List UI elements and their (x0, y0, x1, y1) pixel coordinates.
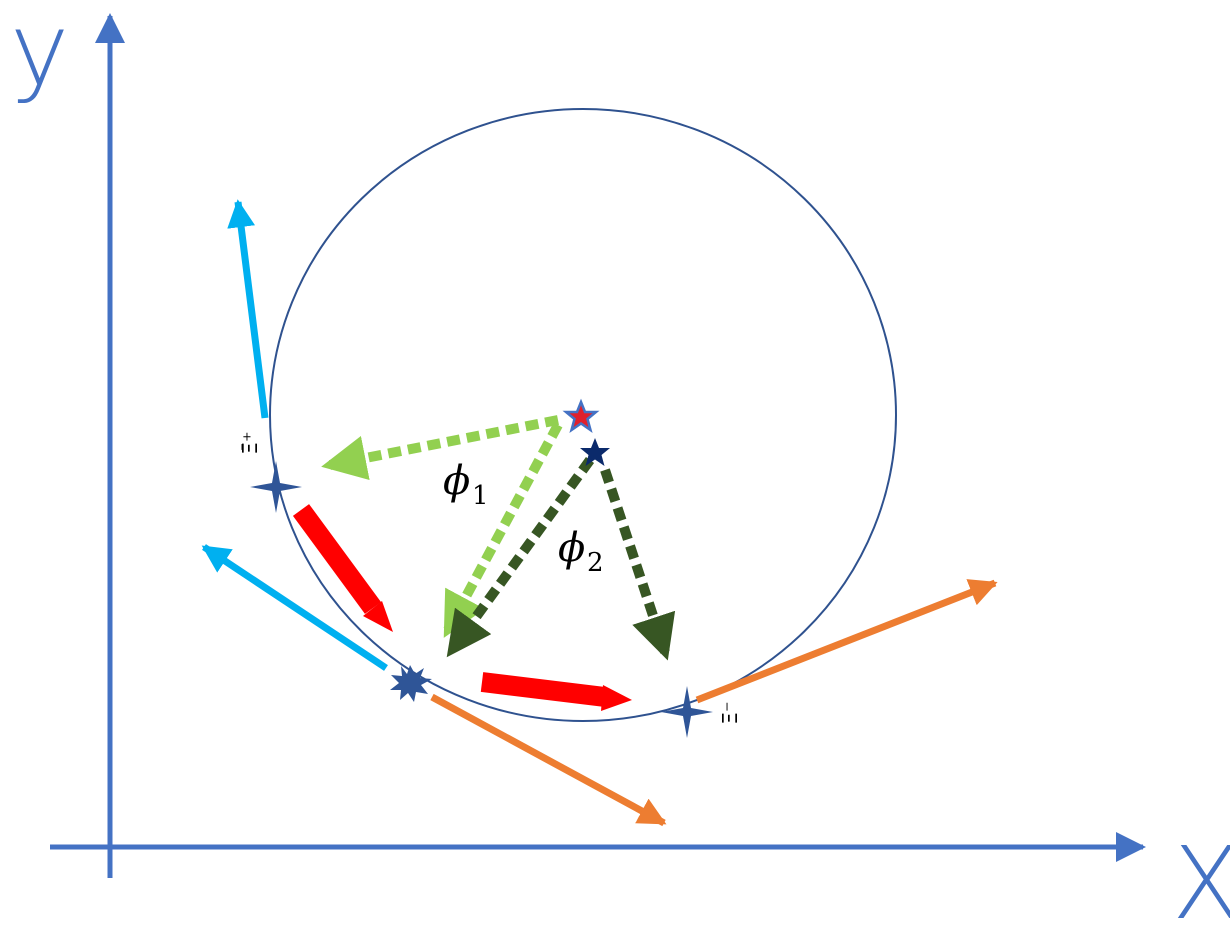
red-arrow-bottom (480, 672, 632, 711)
orange-arrow-lower (430, 693, 667, 827)
xi-plus-label: Ξ̄⁺ (238, 431, 262, 454)
star-navy-icon (580, 438, 610, 466)
xi-minus-marker-icon (661, 686, 713, 738)
cyan-arrow-upper (227, 199, 269, 419)
red-arrow-left (292, 504, 393, 632)
svg-text:2: 2 (587, 548, 604, 578)
y-axis-label: y (10, 0, 69, 108)
phi1-label: ϕ 1 (443, 458, 489, 511)
cyan-arrow-lower (201, 544, 388, 671)
dark-green-dotted-arrow-right (600, 468, 676, 661)
vertex-burst-icon (390, 665, 432, 702)
x-axis-label: X (1172, 825, 1230, 937)
svg-text:1: 1 (472, 481, 489, 511)
track-circle (269, 108, 897, 722)
star-red-icon (562, 398, 600, 433)
phi2-label: ϕ 2 (558, 525, 604, 578)
orange-arrow-right (695, 579, 998, 704)
svg-text:ϕ: ϕ (558, 525, 585, 571)
svg-text:ϕ: ϕ (443, 458, 470, 504)
xi-plus-marker-icon (250, 461, 302, 513)
xi-minus-label: Ξ⁻ (718, 701, 742, 724)
